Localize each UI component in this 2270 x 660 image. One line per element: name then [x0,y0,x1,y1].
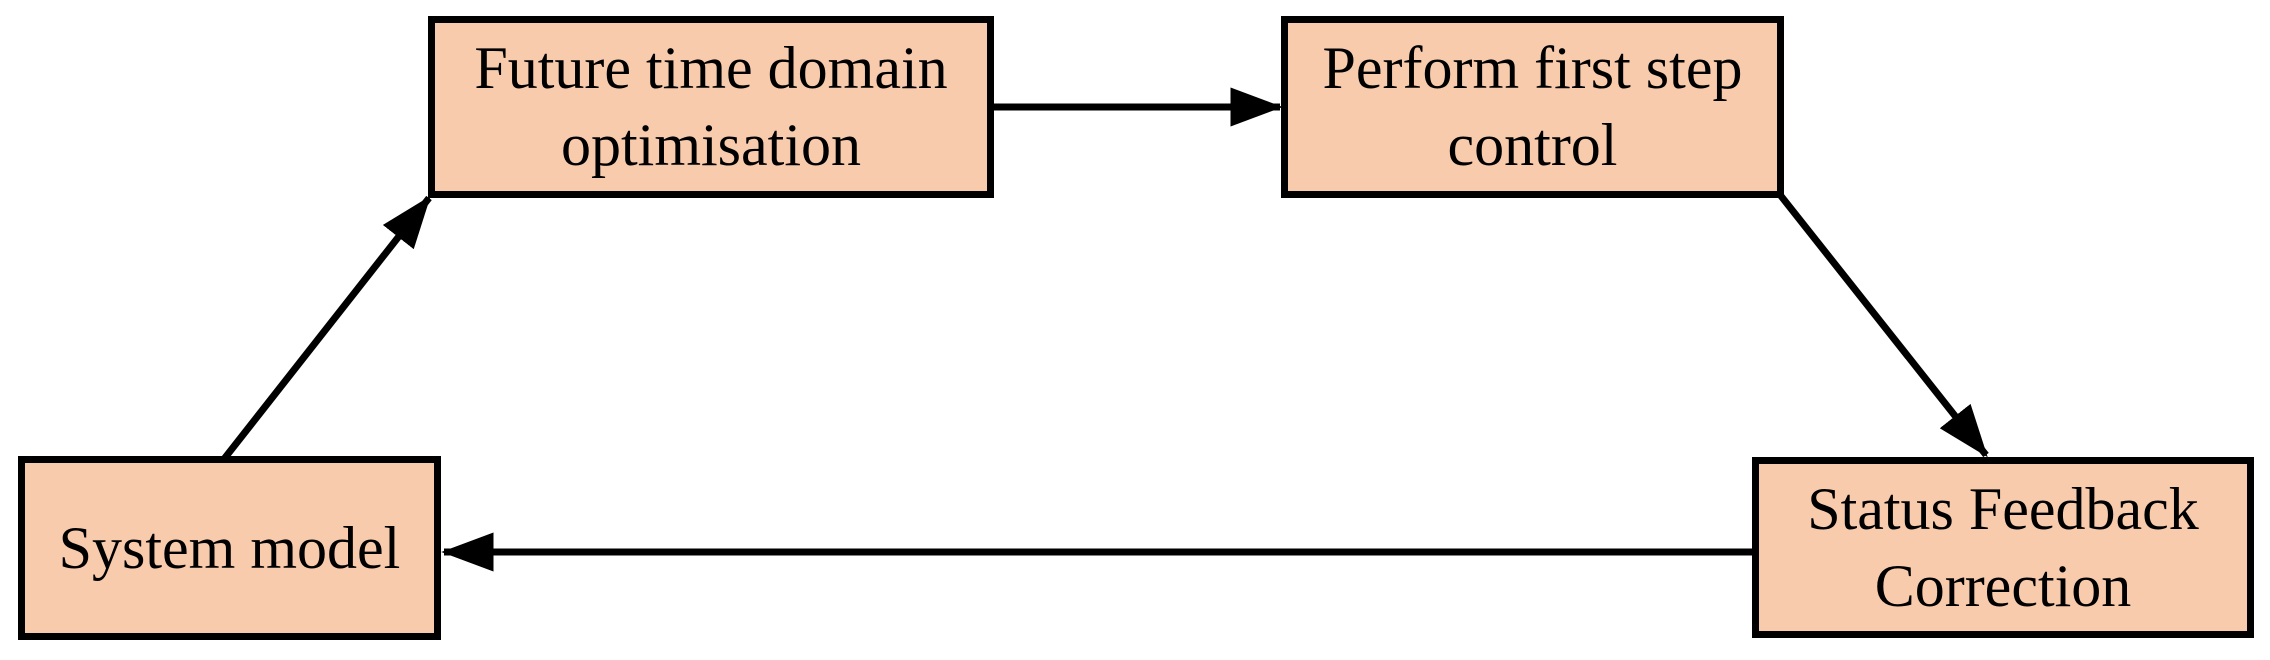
node-label: Future time domain optimisation [474,35,948,178]
arrow-system-model-to-future-optimisation [221,195,432,462]
node-status-feedback-correction: Status Feedback Correction [1752,457,2254,638]
node-perform-first-step-control: Perform first step control [1281,16,1784,198]
arrow-first-step-control-to-status-feedback [1778,193,1989,458]
node-system-model: System model [18,456,441,640]
node-label: Perform first step control [1322,35,1743,178]
node-label: Status Feedback Correction [1807,475,2199,619]
node-future-time-domain-optimisation: Future time domain optimisation [428,16,994,198]
node-label: System model [58,514,401,581]
